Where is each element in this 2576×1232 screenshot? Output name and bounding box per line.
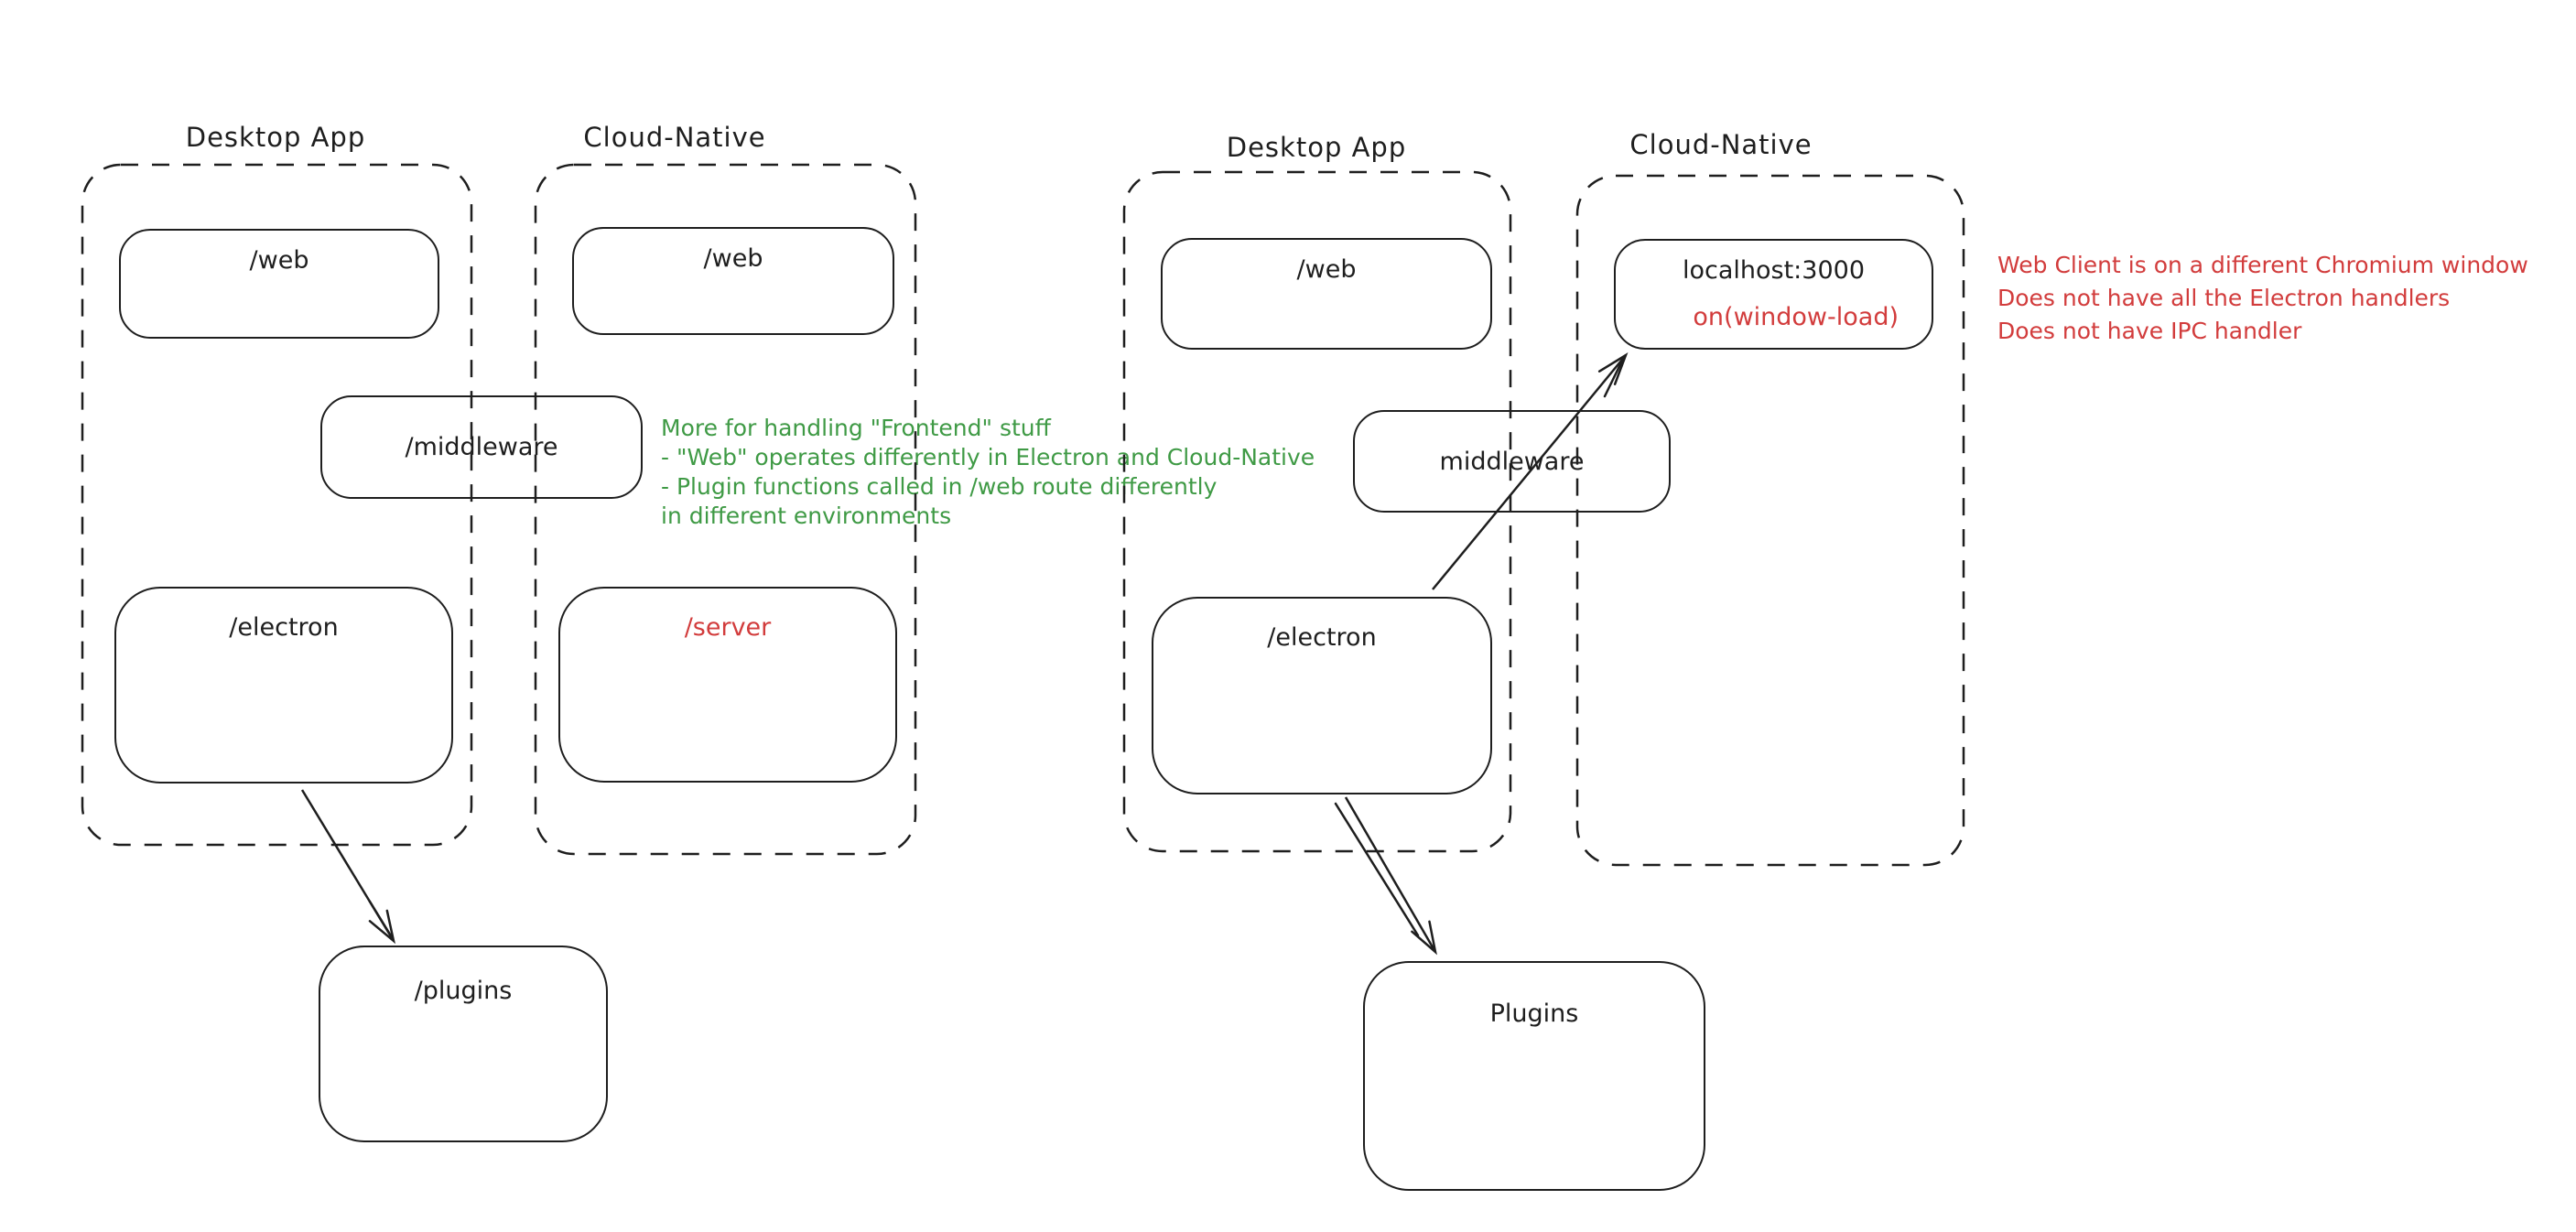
left-middleware-label: /middleware bbox=[405, 433, 558, 461]
left-desktop-app-title[interactable]: Desktop App bbox=[185, 122, 366, 153]
right-note-line: Does not have all the Electron handlers bbox=[1997, 285, 2451, 311]
right-desktop-app-title[interactable]: Desktop App bbox=[1226, 132, 1407, 163]
left-note-text[interactable]: More for handling "Frontend" stuff - "We… bbox=[661, 414, 1315, 531]
left-plugins-box[interactable]: /plugins bbox=[319, 946, 608, 1142]
left-desktop-web-box[interactable]: /web bbox=[119, 229, 439, 339]
left-electron-box[interactable]: /electron bbox=[114, 587, 453, 784]
right-plugins-label: Plugins bbox=[1489, 1000, 1579, 1028]
right-window-load-label: on(window-load) bbox=[1693, 303, 1899, 331]
left-middleware-box[interactable]: /middleware bbox=[320, 395, 643, 499]
left-plugins-label: /plugins bbox=[414, 977, 513, 1005]
right-note-line: Does not have IPC handler bbox=[1997, 318, 2302, 344]
left-cloud-native-title[interactable]: Cloud-Native bbox=[583, 122, 766, 153]
left-desktop-web-label: /web bbox=[249, 246, 309, 275]
left-note-line: - "Web" operates differently in Electron… bbox=[661, 444, 1315, 470]
right-localhost-label: localhost:3000 bbox=[1682, 256, 1865, 285]
right-middleware-label: middleware bbox=[1439, 447, 1585, 476]
left-note-line: - Plugin functions called in /web route … bbox=[661, 473, 1218, 500]
left-cloud-web-box[interactable]: /web bbox=[572, 227, 894, 335]
right-localhost-box[interactable]: localhost:3000 on(window-load) bbox=[1614, 239, 1933, 350]
right-note-line: Web Client is on a different Chromium wi… bbox=[1997, 252, 2528, 278]
left-electron-label: /electron bbox=[229, 613, 339, 642]
left-note-line: More for handling "Frontend" stuff bbox=[661, 415, 1051, 441]
right-note-text[interactable]: Web Client is on a different Chromium wi… bbox=[1997, 249, 2528, 348]
right-desktop-web-box[interactable]: /web bbox=[1161, 238, 1492, 350]
right-electron-label: /electron bbox=[1267, 623, 1377, 652]
left-note-line: in different environments bbox=[661, 503, 952, 529]
right-desktop-web-label: /web bbox=[1296, 255, 1357, 284]
right-plugins-box[interactable]: Plugins bbox=[1363, 961, 1705, 1191]
right-cloud-native-title[interactable]: Cloud-Native bbox=[1629, 129, 1813, 160]
left-server-label: /server bbox=[684, 613, 772, 642]
arrow-left-electron-to-plugins[interactable] bbox=[300, 789, 395, 945]
right-middleware-box[interactable]: middleware bbox=[1353, 410, 1671, 513]
arrow-right-electron-to-plugins[interactable] bbox=[1334, 796, 1437, 956]
left-server-box[interactable]: /server bbox=[558, 587, 897, 783]
left-cloud-web-label: /web bbox=[703, 244, 763, 273]
right-electron-box[interactable]: /electron bbox=[1152, 597, 1492, 794]
